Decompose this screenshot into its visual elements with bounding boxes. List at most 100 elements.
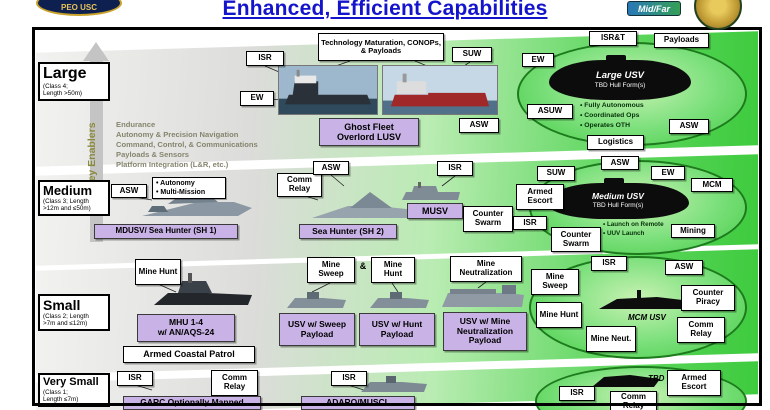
small-mine-neutralization-box: Mine Neutralization (450, 256, 522, 282)
ampersand-label: & (359, 261, 367, 272)
key-enablers-arrow-icon (83, 42, 109, 61)
large-isr-box: ISR (246, 51, 284, 66)
medium-counter-swarm-bottom-box: Counter Swarm (551, 227, 601, 252)
tbd-usv-name: TBD (648, 374, 665, 383)
enabler-item: Endurance (116, 120, 156, 129)
bullet: • Launch on Remote (603, 221, 664, 228)
small-asw-box: ASW (665, 260, 703, 275)
platform-name-line: MHU 1-4 (168, 317, 203, 328)
bullet: • Coordinated Ops (580, 111, 640, 119)
small-mine-sweep-top-box: Mine Sweep (307, 257, 355, 283)
row-title: Small (43, 297, 81, 313)
midfar-badge: Mid/Far (627, 1, 681, 16)
page-title: Enhanced, Efficient Capabilities (222, 0, 548, 20)
enabler-item: Command, Control, & Communications (116, 140, 258, 150)
very-small-comm-relay-right-box: Comm Relay (610, 391, 657, 410)
navsea-seal-icon (694, 0, 742, 30)
mhu-boat-image (148, 267, 256, 315)
very-small-isr-left-box: ISR (117, 371, 153, 386)
small-mine-sweep-box: Mine Sweep (531, 269, 579, 295)
medium-usv-hullform: TBD Hull Form(s) (592, 202, 644, 210)
large-asw-left-box: ASW (459, 118, 499, 133)
usv-mine-neut-payload-label: USV w/ Mine Neutralization Payload (443, 312, 527, 351)
small-comm-relay-box: Comm Relay (677, 317, 725, 343)
mcm-usv-silhouette (597, 287, 693, 313)
sea-hunter-2-label: Sea Hunter (SH 2) (299, 224, 397, 239)
mine-neut-craft-image (438, 281, 526, 311)
musv-image (400, 180, 462, 204)
row-class-info: >7m and ≤12m) (43, 319, 88, 327)
row-class-info: Length ≤7m) (43, 395, 79, 403)
large-asuw-box: ASUW (527, 104, 573, 119)
usv-hunt-payload-label: USV w/ Hunt Payload (359, 313, 435, 346)
enabler-item: Payloads & Sensors (116, 150, 190, 160)
enabler-item: Autonomy & Precision Navigation (116, 130, 239, 140)
bullet: • Operates OTH (580, 121, 630, 129)
large-ew-left-box: EW (240, 91, 274, 106)
medium-isr-mid-box: ISR (437, 161, 473, 176)
medium-usv-bullets: • Launch on Remote • UUV Launch (603, 220, 693, 238)
large-isrt-box: ISR&T (589, 31, 637, 46)
ghost-fleet-platform-label: Ghost Fleet Overlord LUSV (319, 118, 419, 146)
platform-name-line: w/ AN/AQS-24 (157, 327, 215, 337)
row-class-info: >12m and ≤50m) (43, 204, 91, 212)
large-payloads-box: Payloads (654, 33, 709, 48)
very-small-isr-mid-box: ISR (331, 371, 367, 386)
armed-coastal-patrol-box: Armed Coastal Patrol (123, 346, 255, 363)
mcm-usv-name: MCM USV (628, 313, 666, 322)
adaro-muscl-label: ADARO/MUSCL (301, 396, 415, 410)
large-usv-bullets: • Fully Autonomous • Coordinated Ops • O… (580, 101, 700, 131)
ghost-fleet-photo-2 (382, 65, 498, 115)
row-class-info: (Class 1; (43, 388, 68, 396)
medium-mcm-box: MCM (691, 178, 733, 192)
row-label-medium: Medium (Class 3; Length >12m and ≤50m) (38, 180, 110, 217)
large-ew-right-box: EW (522, 53, 554, 67)
bullet: • Multi-Mission (156, 189, 206, 197)
row-label-small: Small (Class 2; Length >7m and ≤12m) (38, 294, 110, 332)
medium-asw-far-left-box: ASW (111, 184, 147, 198)
bullet: • UUV Launch (603, 230, 645, 238)
very-small-isr-right-box: ISR (559, 386, 595, 401)
mhu-label: MHU 1-4 w/ AN/AQS-24 (137, 314, 235, 342)
platform-name-line: Overlord LUSV (336, 132, 401, 142)
very-small-armed-escort-box: Armed Escort (667, 370, 721, 396)
bullet: • Autonomy (156, 180, 195, 187)
row-title: Very Small (43, 376, 99, 388)
bullet: • Fully Autonomous (580, 102, 644, 109)
large-asw-right-box: ASW (669, 119, 709, 134)
hunt-usv-image (366, 288, 432, 312)
large-usv-name: Large USV (595, 69, 645, 81)
small-mine-hunt-box: Mine Hunt (536, 302, 582, 328)
adaro-boat-image (358, 373, 430, 396)
tbd-usv-silhouette (590, 369, 662, 391)
enabler-item: Platform Integration (L&R, etc.) (116, 160, 229, 170)
platform-name-line: Ghost Fleet (344, 121, 394, 132)
medium-comm-relay-box: Comm Relay (277, 173, 322, 197)
row-title: Large (43, 65, 87, 82)
medium-usv-name: Medium USV (592, 191, 644, 202)
medium-isr-small-box: ISR (513, 216, 547, 230)
medium-usv-hull: Medium USV TBD Hull Form(s) (547, 178, 689, 219)
row-label-large: Large (Class 4; Length >50m) (38, 62, 110, 102)
medium-autonomy-bullets: • Autonomy • Multi-Mission (152, 177, 226, 200)
medium-armed-escort-box: Armed Escort (516, 184, 564, 210)
medium-suw-box: SUW (537, 166, 575, 181)
small-mine-hunt-left-box: Mine Hunt (135, 259, 181, 285)
small-isr-box: ISR (591, 256, 627, 271)
row-class-info: (Class 4; (43, 82, 68, 90)
large-usv-hullform: TBD Hull Form(s) (594, 81, 646, 89)
small-mine-hunt-top-box: Mine Hunt (371, 257, 415, 283)
medium-mining-box: Mining (671, 224, 715, 238)
row-class-info: (Class 3; Length (43, 197, 89, 205)
musv-label: MUSV (407, 203, 463, 219)
large-tech-maturation-box: Technology Maturation, CONOPs, & Payload… (318, 33, 444, 61)
small-counter-piracy-box: Counter Piracy (681, 285, 735, 311)
medium-asw-mid-box: ASW (313, 161, 349, 175)
mdusv-sea-hunter-1-label: MDUSV/ Sea Hunter (SH 1) (94, 224, 238, 239)
garc-label: GARC Optionally Manned (123, 396, 261, 410)
medium-asw-top-box: ASW (601, 156, 639, 170)
usv-sweep-payload-label: USV w/ Sweep Payload (279, 313, 355, 346)
sweep-usv-image (283, 288, 349, 312)
ghost-fleet-photo-1 (278, 65, 378, 115)
